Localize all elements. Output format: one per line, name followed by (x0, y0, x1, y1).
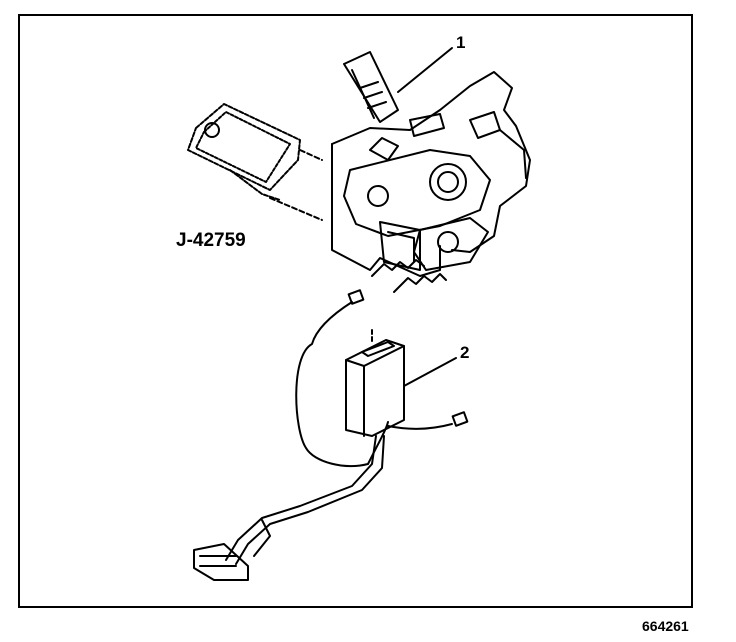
j42759-tool-illustration (187, 103, 323, 221)
module-illustration (345, 329, 405, 437)
callout-1-leader (397, 47, 453, 93)
callout-1-label: 1 (456, 33, 465, 52)
tool-label: J-42759 (176, 230, 246, 251)
wiring-harness-illustration (193, 289, 469, 581)
callout-2-label: 2 (460, 343, 469, 362)
callout-2-leader (403, 357, 457, 387)
diagram-frame (18, 14, 693, 608)
ignition-lock-cylinder-illustration (331, 51, 531, 293)
figure-number: 664261 (642, 618, 689, 634)
